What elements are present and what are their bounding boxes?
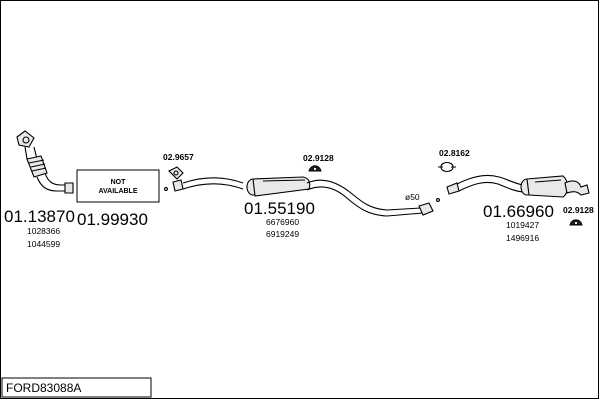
connector-dot xyxy=(164,187,168,191)
middle-pipe-end xyxy=(418,202,434,216)
part-code-01-13870: 01.13870 xyxy=(4,207,75,226)
title-box xyxy=(1,377,152,398)
part-ref: 1019427 xyxy=(506,220,539,230)
rear-silencer-body xyxy=(526,175,569,198)
middle-pipe-flange xyxy=(172,179,184,192)
small-part-code-02-9657: 02.9657 xyxy=(163,152,194,162)
part-ref: 6919249 xyxy=(266,229,299,239)
middle-silencer-drawing[interactable] xyxy=(172,176,434,217)
connector-dot xyxy=(436,198,440,202)
rubber-hanger-drawing[interactable] xyxy=(308,165,322,172)
rear-pipe-flange xyxy=(446,182,460,195)
gasket-shape xyxy=(168,166,184,180)
front-pipe-bellows xyxy=(26,155,48,178)
rear-tailpipe xyxy=(564,180,590,196)
front-pipe-end xyxy=(64,182,74,194)
front-bellows-ribs xyxy=(28,159,47,172)
diagram-title: FORD83088A xyxy=(6,381,81,395)
small-part-code-02-9128: 02.9128 xyxy=(563,205,594,215)
rear-inlet-pipe xyxy=(456,174,524,193)
not-available-line2: AVAILABLE xyxy=(98,188,137,195)
part-code-01-66960: 01.66960 xyxy=(483,202,554,221)
rear-silencer-drawing[interactable] xyxy=(446,174,590,198)
part-ref: 1044599 xyxy=(27,239,60,249)
gasket-drawing[interactable] xyxy=(168,166,184,180)
small-part-code-02-9128: 02.9128 xyxy=(303,153,334,163)
front-flange-shape xyxy=(16,130,35,148)
middle-outlet-pipe xyxy=(306,179,424,217)
front-pipe-drawing[interactable] xyxy=(16,130,74,194)
not-available-line1: NOT xyxy=(111,179,127,186)
rear-rubber-hanger-drawing[interactable] xyxy=(569,219,583,226)
not-available-box xyxy=(76,169,160,203)
rear-silencer-seam xyxy=(534,179,562,183)
hanger-hole xyxy=(574,220,579,225)
part-ref: 1028366 xyxy=(27,226,60,236)
part-code-01-55190: 01.55190 xyxy=(244,199,315,218)
small-part-code-02-8162: 02.8162 xyxy=(439,148,470,158)
hanger-hole xyxy=(312,166,317,171)
clamp-drawing[interactable] xyxy=(438,161,456,173)
diameter-label: ø50 xyxy=(405,192,420,202)
front-flange-hole xyxy=(22,136,30,144)
part-ref: 1496916 xyxy=(506,233,539,243)
gasket-hole xyxy=(173,170,179,176)
front-pipe-bend xyxy=(36,172,69,192)
middle-inlet-pipe xyxy=(182,177,244,190)
middle-silencer-seam xyxy=(262,179,306,182)
part-ref: 6676960 xyxy=(266,217,299,227)
part-code-01-99930: 01.99930 xyxy=(77,210,148,229)
